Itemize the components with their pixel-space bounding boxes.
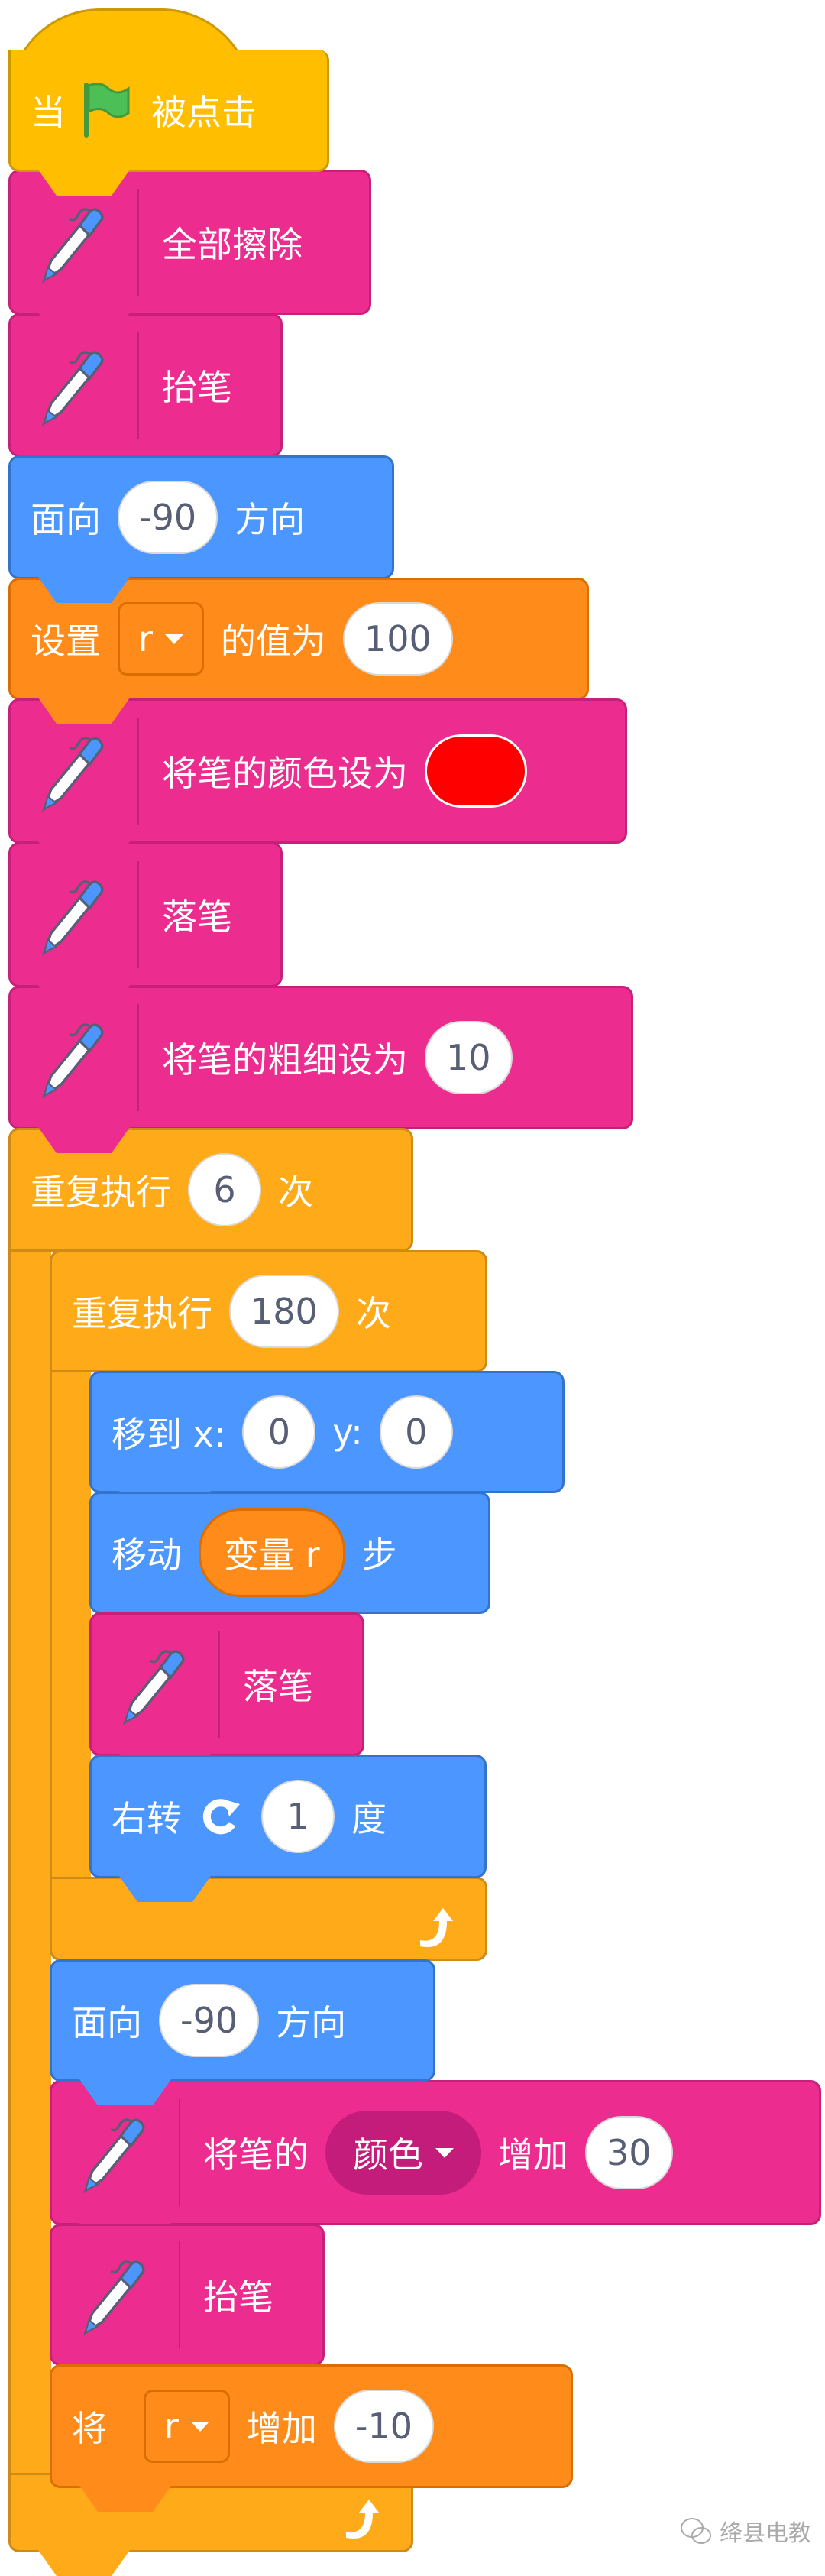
divider: [138, 189, 139, 296]
dropdown-arrow-icon: [190, 2421, 209, 2432]
dropdown-arrow-icon: [435, 2147, 454, 2158]
pen-param-dropdown[interactable]: 颜色: [325, 2111, 481, 2195]
watermark: 绛县电教: [680, 2514, 811, 2548]
set-label: 设置: [31, 621, 101, 662]
go-to-xy-block[interactable]: 移到 x: 0 y: 0: [89, 1371, 565, 1517]
turn-right-block[interactable]: 右转 1 度: [89, 1755, 487, 1902]
repeat-suffix: 次: [355, 1293, 391, 1334]
pen-icon: [43, 351, 104, 425]
y-input[interactable]: 0: [379, 1395, 453, 1469]
repeat-label: 重复执行: [31, 1171, 171, 1213]
pen-down-label: 落笔: [243, 1666, 313, 1707]
hat-body[interactable]: 当 被点击: [8, 50, 329, 196]
pen-icon: [43, 208, 104, 282]
green-flag-icon: [84, 82, 130, 138]
turn-label: 右转: [112, 1798, 182, 1839]
divider: [138, 1004, 139, 1111]
variable-dropdown[interactable]: r: [118, 602, 204, 676]
notch: [79, 2079, 171, 2105]
set-pen-size-block[interactable]: 将笔的粗细设为 10: [8, 986, 633, 1153]
pen-icon: [84, 2260, 145, 2335]
notch: [79, 2486, 171, 2512]
loop-arrow-icon: [420, 1908, 453, 1948]
pen-icon: [84, 2118, 145, 2192]
notch: [119, 1876, 211, 1902]
clicked-label: 被点击: [151, 91, 257, 133]
variable-name: r: [138, 618, 153, 659]
pen-up-label: 抬笔: [162, 367, 232, 408]
change-pen-color-block[interactable]: 将笔的 颜色 增加 30: [50, 2080, 821, 2249]
direction-input[interactable]: -90: [159, 1984, 260, 2057]
set-size-label: 将笔的粗细设为: [162, 1039, 408, 1081]
change-var-label: 将: [72, 2408, 107, 2449]
wechat-icon: [681, 2518, 711, 2544]
repeat-outer-arm: [8, 1128, 51, 2551]
move-suffix: 步: [361, 1534, 397, 1576]
degrees-input[interactable]: 1: [261, 1780, 335, 1853]
pen-icon: [124, 1650, 185, 1724]
divider: [179, 2099, 180, 2206]
repeat-suffix: 次: [278, 1171, 313, 1213]
set-mid-label: 的值为: [220, 621, 326, 662]
pen-icon: [43, 737, 104, 811]
repeat-count-input[interactable]: 6: [188, 1153, 261, 1226]
param-name: 颜色: [353, 2134, 423, 2176]
notch: [38, 2550, 130, 2576]
repeat-label: 重复执行: [72, 1293, 212, 1334]
direction-suffix: 方向: [235, 499, 306, 540]
repeat-count-input[interactable]: 180: [229, 1275, 339, 1348]
point-direction-block[interactable]: 面向 -90 方向: [50, 1959, 435, 2105]
point-label: 面向: [72, 2002, 142, 2043]
watermark-text: 绛县电教: [720, 2520, 811, 2547]
divider: [138, 332, 139, 439]
color-swatch-input[interactable]: [425, 734, 527, 808]
pen-down-label: 落笔: [162, 896, 232, 938]
goto-label: 移到 x:: [112, 1414, 226, 1455]
size-input[interactable]: 10: [425, 1021, 513, 1094]
variable-name: r: [164, 2406, 179, 2447]
direction-suffix: 方向: [276, 2002, 347, 2043]
y-label: y:: [332, 1411, 363, 1453]
divider: [179, 2241, 180, 2348]
variable-r-reporter[interactable]: 变量 r: [199, 1508, 345, 1597]
loop-arrow-icon: [346, 2500, 379, 2539]
change-label: 将笔的: [203, 2134, 309, 2176]
when-label: 当: [31, 91, 66, 133]
pen-down-block[interactable]: 落笔: [89, 1612, 364, 1780]
change-variable-block[interactable]: 将 r 增加 -10: [50, 2364, 573, 2512]
pen-down-block[interactable]: 落笔: [8, 842, 283, 1011]
repeat-inner-footer: [50, 1877, 487, 1985]
pen-up-block[interactable]: 抬笔: [8, 313, 283, 481]
divider: [138, 861, 139, 968]
point-direction-block[interactable]: 面向 -90 方向: [8, 455, 394, 603]
move-steps-block[interactable]: 移动 变量 r 步: [89, 1492, 490, 1638]
change-amount-input[interactable]: 30: [585, 2116, 673, 2189]
repeat-inner-header[interactable]: 重复执行 180 次: [50, 1250, 487, 1372]
point-label: 面向: [31, 499, 101, 540]
notch: [38, 698, 130, 724]
pen-up-block[interactable]: 抬笔: [50, 2224, 325, 2390]
divider: [138, 718, 139, 825]
set-color-label: 将笔的颜色设为: [162, 753, 408, 794]
direction-input[interactable]: -90: [118, 481, 218, 554]
rotate-clockwise-icon: [202, 1799, 240, 1835]
pen-icon: [43, 1023, 104, 1097]
move-label: 移动: [112, 1534, 182, 1576]
change-mid-label: 增加: [498, 2134, 568, 2176]
pen-up-label: 抬笔: [203, 2276, 273, 2318]
change-var-mid: 增加: [246, 2408, 317, 2449]
notch: [38, 170, 130, 196]
notch: [38, 577, 130, 603]
clear-label: 全部擦除: [162, 224, 302, 265]
pen-icon: [43, 880, 104, 954]
turn-suffix: 度: [351, 1798, 387, 1839]
variable-dropdown[interactable]: r: [144, 2390, 230, 2463]
dropdown-arrow-icon: [164, 633, 183, 644]
value-input[interactable]: 100: [342, 602, 453, 676]
x-input[interactable]: 0: [242, 1395, 316, 1469]
change-amount-input[interactable]: -10: [333, 2390, 435, 2463]
divider: [218, 1631, 220, 1738]
